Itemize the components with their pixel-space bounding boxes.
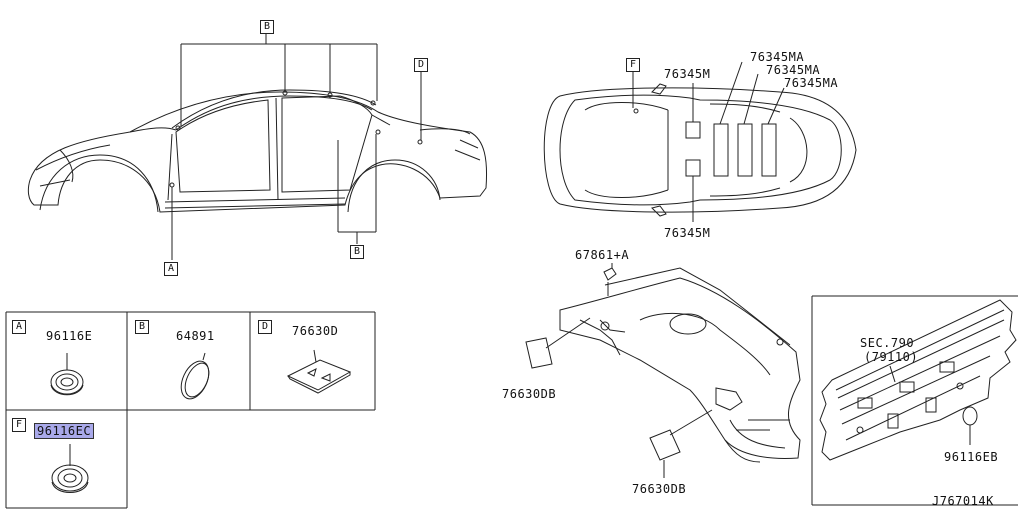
callout-b-bottom: B bbox=[350, 245, 364, 259]
table-tag-a: A bbox=[12, 320, 26, 334]
label-sec-79110: (79110) bbox=[864, 350, 919, 364]
pad-icon-d bbox=[286, 349, 352, 394]
table-tag-d: D bbox=[258, 320, 272, 334]
table-part-b: 64891 bbox=[176, 329, 215, 343]
table-part-f-highlighted[interactable]: 96116EC bbox=[34, 423, 95, 439]
callout-leaders-side bbox=[171, 34, 422, 260]
label-sec-790: SEC.790 bbox=[860, 336, 915, 350]
car-top-view bbox=[543, 61, 857, 222]
label-96116eb: 96116EB bbox=[944, 450, 999, 464]
table-tag-f: F bbox=[12, 418, 26, 432]
table-part-d: 76630D bbox=[292, 324, 339, 338]
callout-a: A bbox=[164, 262, 178, 276]
plug-icon-b bbox=[180, 352, 210, 400]
label-76345ma-1: 76345MA bbox=[750, 50, 805, 64]
car-side-view bbox=[27, 89, 488, 213]
label-76345m-bottom: 76345M bbox=[664, 226, 711, 240]
callout-b-top: B bbox=[260, 20, 274, 34]
table-part-a: 96116E bbox=[46, 329, 93, 343]
callout-f: F bbox=[626, 58, 640, 72]
label-76345ma-2: 76345MA bbox=[766, 63, 821, 77]
back-panel-box bbox=[811, 295, 1018, 506]
label-76345m-top: 76345M bbox=[664, 67, 711, 81]
label-76630db-bottom: 76630DB bbox=[632, 482, 687, 496]
part-table-lines bbox=[5, 311, 376, 509]
diagram-code: J767014K bbox=[932, 494, 994, 508]
grommet-icon-a bbox=[50, 353, 84, 396]
label-76630db-left: 76630DB bbox=[502, 387, 557, 401]
table-tag-b: B bbox=[135, 320, 149, 334]
label-67861a: 67861+A bbox=[575, 248, 630, 262]
callout-d: D bbox=[414, 58, 428, 72]
rear-parcel-shelf bbox=[525, 263, 801, 478]
label-76345ma-3: 76345MA bbox=[784, 76, 839, 90]
grommet-icon-f bbox=[51, 444, 89, 493]
